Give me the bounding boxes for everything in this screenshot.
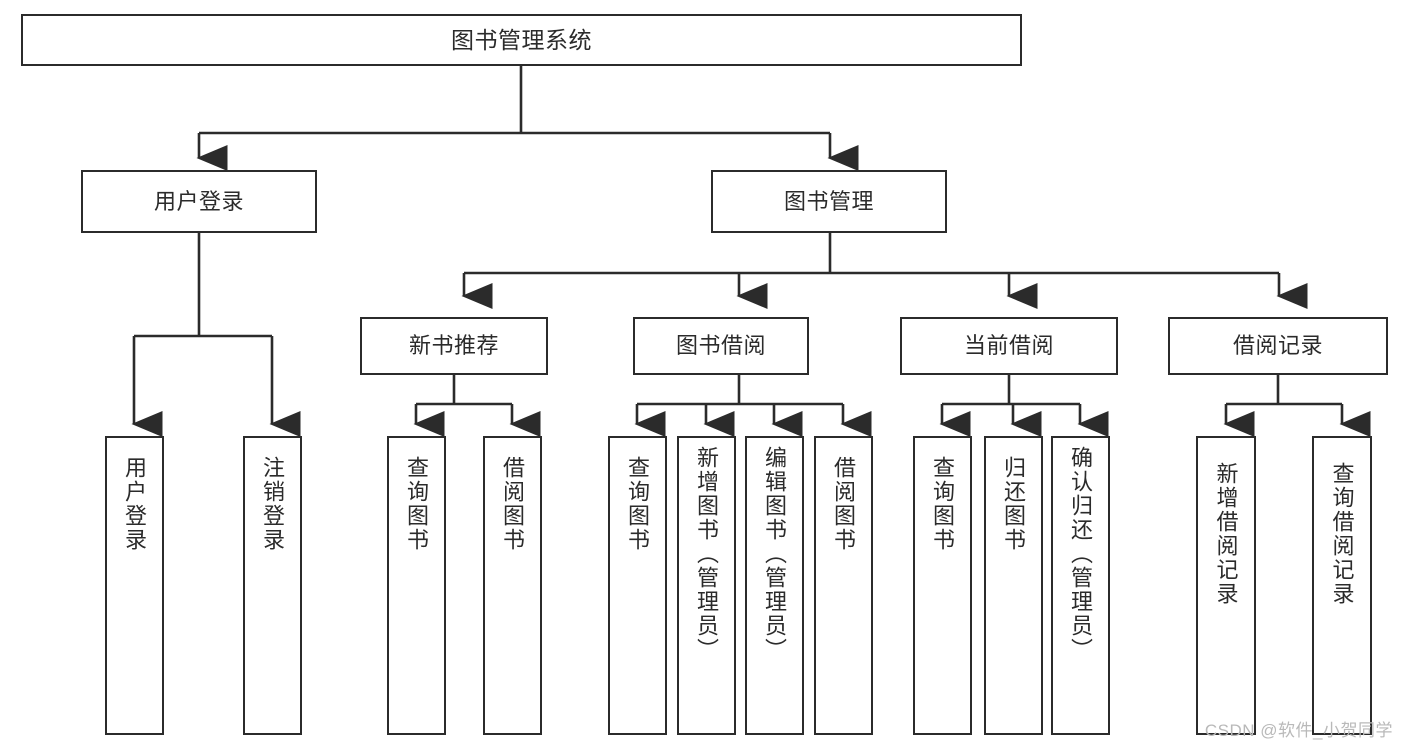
node-label: 查询图书 xyxy=(404,456,430,552)
leaf-add-borrow-record[interactable]: 新增借阅记录 xyxy=(1196,436,1256,735)
node-label: 图书借阅 xyxy=(675,333,766,359)
node-label: 借阅图书 xyxy=(500,456,526,552)
leaf-confirm-return-admin[interactable]: 确认归还（管理员） xyxy=(1051,436,1110,735)
node-label: 新书推荐 xyxy=(408,333,499,359)
node-label: 借阅记录 xyxy=(1232,333,1323,359)
node-label: 注销登录 xyxy=(260,456,286,552)
node-label: 新增借阅记录 xyxy=(1213,462,1239,606)
leaf-query-book-recommendation[interactable]: 查询图书 xyxy=(387,436,446,735)
node-book-management[interactable]: 图书管理 xyxy=(711,170,947,233)
node-current-borrowing[interactable]: 当前借阅 xyxy=(900,317,1118,375)
node-borrowing-records[interactable]: 借阅记录 xyxy=(1168,317,1388,375)
node-label: 确认归还（管理员） xyxy=(1068,446,1094,662)
node-label: 查询借阅记录 xyxy=(1329,462,1355,606)
leaf-query-book-current[interactable]: 查询图书 xyxy=(913,436,972,735)
node-user-login[interactable]: 用户登录 xyxy=(81,170,317,233)
node-label: 图书管理系统 xyxy=(451,26,592,53)
leaf-user-login[interactable]: 用户登录 xyxy=(105,436,164,735)
node-book-borrowing[interactable]: 图书借阅 xyxy=(633,317,809,375)
leaf-add-book-admin[interactable]: 新增图书（管理员） xyxy=(677,436,736,735)
node-label: 查询图书 xyxy=(930,456,956,552)
node-new-book-recommendation[interactable]: 新书推荐 xyxy=(360,317,548,375)
leaf-borrow-book-borrowing[interactable]: 借阅图书 xyxy=(814,436,873,735)
node-label: 图书管理 xyxy=(783,188,874,214)
leaf-logout[interactable]: 注销登录 xyxy=(243,436,302,735)
leaf-query-book-borrowing[interactable]: 查询图书 xyxy=(608,436,667,735)
node-label: 编辑图书（管理员） xyxy=(762,446,788,662)
leaf-query-borrow-record[interactable]: 查询借阅记录 xyxy=(1312,436,1372,735)
leaf-edit-book-admin[interactable]: 编辑图书（管理员） xyxy=(745,436,804,735)
node-label: 归还图书 xyxy=(1001,456,1027,552)
leaf-borrow-book-recommendation[interactable]: 借阅图书 xyxy=(483,436,542,735)
node-root-book-management-system[interactable]: 图书管理系统 xyxy=(21,14,1022,66)
node-label: 借阅图书 xyxy=(831,456,857,552)
node-label: 当前借阅 xyxy=(963,333,1054,359)
node-label: 查询图书 xyxy=(625,456,651,552)
node-label: 新增图书（管理员） xyxy=(694,446,720,662)
leaf-return-book[interactable]: 归还图书 xyxy=(984,436,1043,735)
node-label: 用户登录 xyxy=(153,188,244,214)
node-label: 用户登录 xyxy=(122,456,148,552)
watermark: CSDN @软件_小贺同学 xyxy=(1204,721,1393,740)
